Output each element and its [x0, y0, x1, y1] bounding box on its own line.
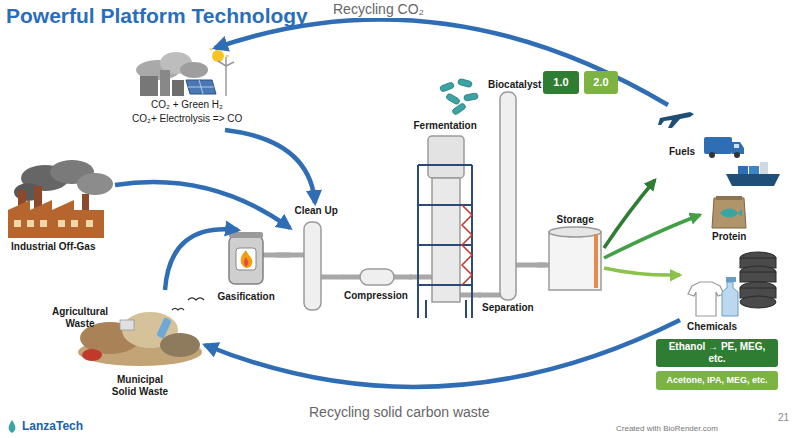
- process-node: Chemicals: [680, 250, 782, 336]
- process-node: Fermentation: [412, 118, 478, 320]
- process-label: Protein: [712, 231, 746, 243]
- process-node: Gasification: [216, 230, 276, 305]
- process-node: Compression: [343, 265, 409, 305]
- process-label: Agricultural Waste: [47, 306, 113, 330]
- process-node: Protein: [700, 194, 760, 246]
- flow-arrow: [409, 275, 412, 280]
- flow-arrow: [165, 229, 238, 290]
- process-label: CO₂ + Green H₂: [151, 99, 223, 111]
- logo-text: LanzaTech: [22, 419, 83, 433]
- process-label: Clean Up: [295, 205, 338, 217]
- process-node: Storage: [546, 212, 604, 294]
- process-label: Fuels: [669, 146, 695, 158]
- flow-arrow: [604, 268, 680, 275]
- filled-box: Ethanol → PE, MEG, etc.: [656, 339, 778, 367]
- process-label: Gasification: [218, 291, 275, 303]
- process-node: CO₂ + Green H₂ CO₂+ Electrolysis => CO: [120, 48, 255, 130]
- flow-arrow: [215, 19, 668, 105]
- edge-label: Recycling solid carbon waste: [306, 404, 493, 421]
- box-label: Ethanol → PE, MEG, etc.: [660, 341, 774, 365]
- process-label: Separation: [482, 302, 534, 314]
- page-number: 21: [778, 412, 789, 424]
- credit-note: Created with BioRender.com: [616, 424, 718, 434]
- flow-arrow: [276, 253, 290, 258]
- process-label: Compression: [344, 290, 408, 302]
- box-label: 1.0: [553, 76, 568, 89]
- process-label: Storage: [557, 214, 594, 226]
- flow-arrow: [205, 320, 680, 387]
- flow-arrow: [537, 263, 546, 268]
- slide-title: Powerful Platform Technology: [6, 3, 308, 28]
- process-node: Industrial Off-Gas: [5, 163, 115, 255]
- process-node: Agricultural WasteMunicipal Solid Waste: [46, 290, 205, 405]
- process-label: Industrial Off-Gas: [11, 241, 95, 253]
- process-node: Fuels: [655, 105, 782, 190]
- process-label: Municipal Solid Waste: [104, 374, 176, 398]
- box-label: 2.0: [593, 76, 608, 89]
- filled-box: Acetone, IPA, MEG, etc.: [656, 371, 778, 390]
- process-label: Fermentation: [414, 120, 477, 132]
- process-label: Chemicals: [687, 321, 737, 333]
- process-label: CO₂+ Electrolysis => CO: [132, 113, 242, 125]
- part-label: Biocatalyst: [488, 79, 541, 91]
- flow-arrow: [115, 182, 290, 228]
- edge-label: Recycling CO₂: [330, 1, 427, 18]
- box-label: Acetone, IPA, MEG, etc.: [667, 375, 768, 386]
- flow-arrow: [604, 215, 700, 258]
- flow-arrow: [225, 130, 315, 203]
- flow-arrow: [342, 275, 343, 280]
- filled-box: 1.0: [543, 71, 579, 94]
- process-node: Separation: [481, 88, 537, 315]
- flow-arrow: [478, 293, 481, 298]
- process-node: Clean Up: [290, 203, 342, 313]
- filled-box: 2.0: [584, 71, 618, 94]
